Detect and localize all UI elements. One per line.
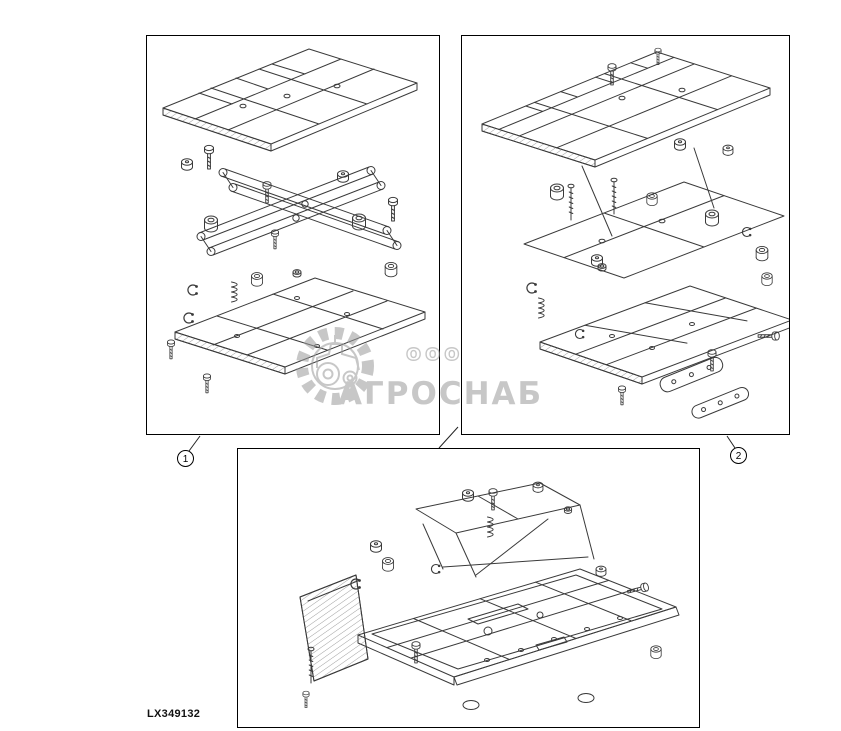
exploded-view-drawing-2 bbox=[481, 47, 789, 419]
callout-item-1: 1 bbox=[177, 450, 194, 467]
parts-panel-2 bbox=[461, 35, 790, 435]
suspension-frame-middle bbox=[523, 147, 785, 279]
exploded-view-drawing-1 bbox=[162, 48, 426, 394]
damper-parts bbox=[659, 356, 750, 419]
parts-panel-1 bbox=[146, 35, 440, 435]
parts-panel-3 bbox=[237, 448, 700, 728]
leader-line-bottom-panel bbox=[438, 426, 459, 449]
leader-line-callout-2 bbox=[726, 435, 736, 449]
scissor-linkage bbox=[196, 166, 402, 256]
base-frame bbox=[539, 285, 789, 385]
leader-line-callout-1 bbox=[188, 435, 201, 452]
exploded-view-drawing-3 bbox=[299, 481, 680, 710]
base-frame bbox=[174, 277, 426, 375]
seat-frame-top bbox=[162, 48, 418, 152]
upper-bracket bbox=[415, 482, 595, 578]
seat-frame-top bbox=[481, 51, 771, 168]
hardware-pieces bbox=[166, 144, 398, 394]
figure-code-label: LX349132 bbox=[147, 708, 201, 720]
callout-item-2: 2 bbox=[730, 447, 747, 464]
